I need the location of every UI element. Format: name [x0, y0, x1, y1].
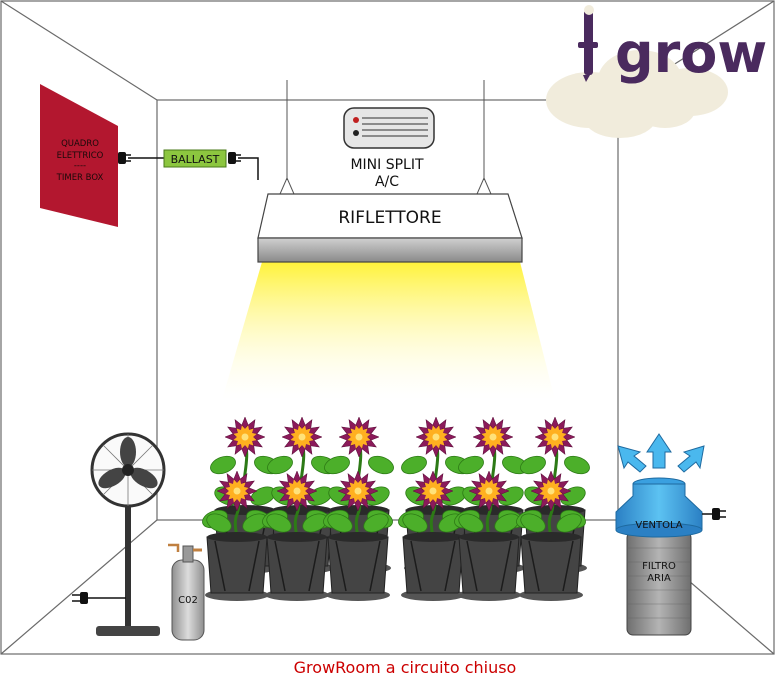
light-beam: [222, 262, 555, 400]
flower-icon: [412, 470, 454, 512]
flower-icon: [276, 470, 318, 512]
ballast: BALLAST: [163, 149, 227, 168]
flower-icon: [281, 416, 323, 458]
leaf-icon: [564, 455, 590, 475]
leaf-icon: [206, 513, 232, 533]
gas-tank-icon: C02: [168, 543, 205, 641]
flower-icon: [530, 470, 572, 512]
plug-icon: [702, 508, 726, 520]
potted-plant: [323, 470, 393, 601]
air-filter: FILTRO ARIA: [626, 531, 692, 636]
brand-name: grow: [615, 22, 767, 85]
reflector: RIFLETTORE: [257, 193, 523, 263]
brand-logo: grow: [546, 5, 767, 138]
leaf-icon: [327, 513, 353, 533]
leaf-icon: [368, 455, 394, 475]
flower-icon: [534, 416, 576, 458]
duct-fan: VENTOLA: [615, 477, 703, 538]
potted-plant: [454, 470, 524, 601]
fan-icon: [90, 432, 166, 636]
flower-icon: [472, 416, 514, 458]
flower-icon: [415, 416, 457, 458]
electrical-panel: QUADRO ELETTRICO ---- TIMER BOX: [40, 84, 118, 227]
pot-icon: [519, 532, 583, 601]
leaf-icon: [266, 513, 292, 533]
reflector-label: RIFLETTORE: [338, 208, 441, 228]
leaf-icon: [458, 513, 484, 533]
mini-split-ac: MINI SPLIT A/C: [343, 107, 435, 190]
co2-label: C02: [178, 595, 198, 606]
panel-label-1: QUADRO: [61, 139, 99, 149]
filter-label-1: FILTRO: [642, 561, 676, 572]
ballast-label: BALLAST: [171, 153, 220, 166]
plants: [202, 416, 590, 601]
potted-plant: [398, 470, 468, 601]
plug-icon: [228, 152, 241, 164]
grow-logo-mark-icon: [578, 5, 598, 82]
leaf-icon: [363, 513, 389, 533]
leaf-icon: [210, 455, 236, 475]
leaf-icon: [520, 455, 546, 475]
flower-icon: [337, 470, 379, 512]
plug-icon: [72, 592, 126, 604]
cloud-icon: [546, 50, 728, 138]
panel-label-2: ELETTRICO: [57, 151, 104, 161]
diagram-caption: GrowRoom a circuito chiuso: [294, 658, 517, 677]
potted-plant: [516, 470, 586, 601]
potted-plant: [262, 470, 332, 601]
mini-split-label-1: MINI SPLIT: [350, 157, 424, 173]
pot-icon: [205, 532, 269, 601]
flower-icon: [216, 470, 258, 512]
panel-label-4: TIMER BOX: [56, 173, 104, 183]
leaf-icon: [520, 513, 546, 533]
mini-split-label-2: A/C: [375, 174, 399, 190]
leaf-icon: [556, 513, 582, 533]
duct-fan-label: VENTOLA: [635, 520, 682, 531]
flower-icon: [468, 470, 510, 512]
pot-icon: [326, 532, 390, 601]
pot-icon: [401, 532, 465, 601]
leaf-icon: [324, 455, 350, 475]
pot-icon: [457, 532, 521, 601]
hanging-wires: [279, 80, 492, 195]
airflow-arrow-icon: [617, 433, 705, 473]
flower-icon: [224, 416, 266, 458]
leaf-icon: [458, 455, 484, 475]
filter-label-2: ARIA: [647, 573, 671, 584]
ac-indicator-dark-icon: [353, 130, 359, 136]
leaf-icon: [267, 455, 293, 475]
ballast-wiring: [128, 157, 259, 180]
leaf-icon: [402, 513, 428, 533]
plug-icon: [118, 152, 131, 164]
panel-label-3: ----: [74, 161, 86, 171]
flower-icon: [338, 416, 380, 458]
ac-indicator-red-icon: [353, 117, 359, 123]
leaf-icon: [401, 455, 427, 475]
pot-icon: [265, 532, 329, 601]
